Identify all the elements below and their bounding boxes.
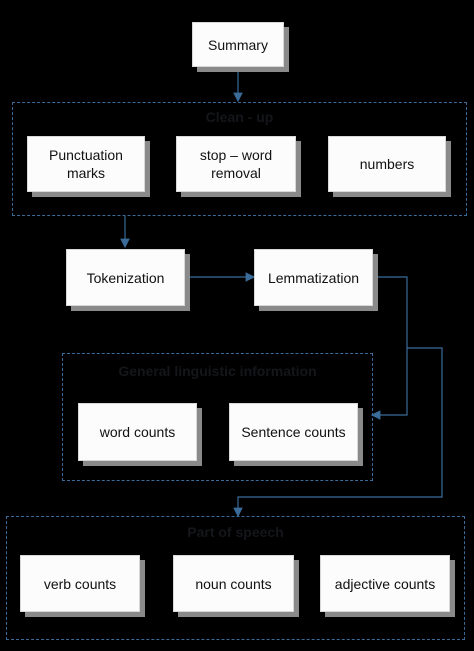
punctuation-label: Punctuation marks [49, 147, 123, 181]
verb-counts-node: verb counts [20, 555, 140, 612]
adjective-counts-label: adjective counts [334, 575, 436, 592]
tokenization-node: Tokenization [66, 249, 185, 306]
cleanup-group-title: Clean - up [205, 109, 274, 125]
sentence-counts-label: Sentence counts [241, 424, 346, 440]
word-counts-label: word counts [99, 424, 176, 440]
linguistic-group: General linguistic information [62, 353, 373, 481]
tokenization-label: Tokenization [86, 269, 165, 286]
pos-group: Part of speech [6, 516, 465, 640]
noun-counts-node: noun counts [173, 555, 294, 612]
linguistic-group-title: General linguistic information [118, 363, 317, 379]
pos-group-title: Part of speech [187, 524, 284, 540]
punctuation-node: Punctuation marks [27, 136, 145, 192]
word-counts-node: word counts [78, 403, 197, 461]
cleanup-group: Clean - up [12, 102, 467, 216]
summary-node: Summary [192, 22, 284, 67]
noun-counts-label: noun counts [195, 575, 272, 592]
arrow-lemmatization-to-linguistic [370, 276, 408, 420]
arrow-lemmatization-to-pos [233, 347, 443, 518]
lemmatization-node: Lemmatization [254, 249, 373, 306]
numbers-label: numbers [359, 156, 415, 172]
sentence-counts-node: Sentence counts [229, 403, 358, 461]
adjective-counts-node: adjective counts [320, 555, 450, 612]
lemmatization-label: Lemmatization [267, 269, 360, 286]
verb-counts-label: verb counts [43, 575, 117, 592]
summary-label: Summary [208, 36, 268, 53]
numbers-node: numbers [328, 136, 446, 192]
stopword-node: stop – word removal [176, 136, 296, 192]
stopword-label: stop – word removal [199, 147, 273, 181]
